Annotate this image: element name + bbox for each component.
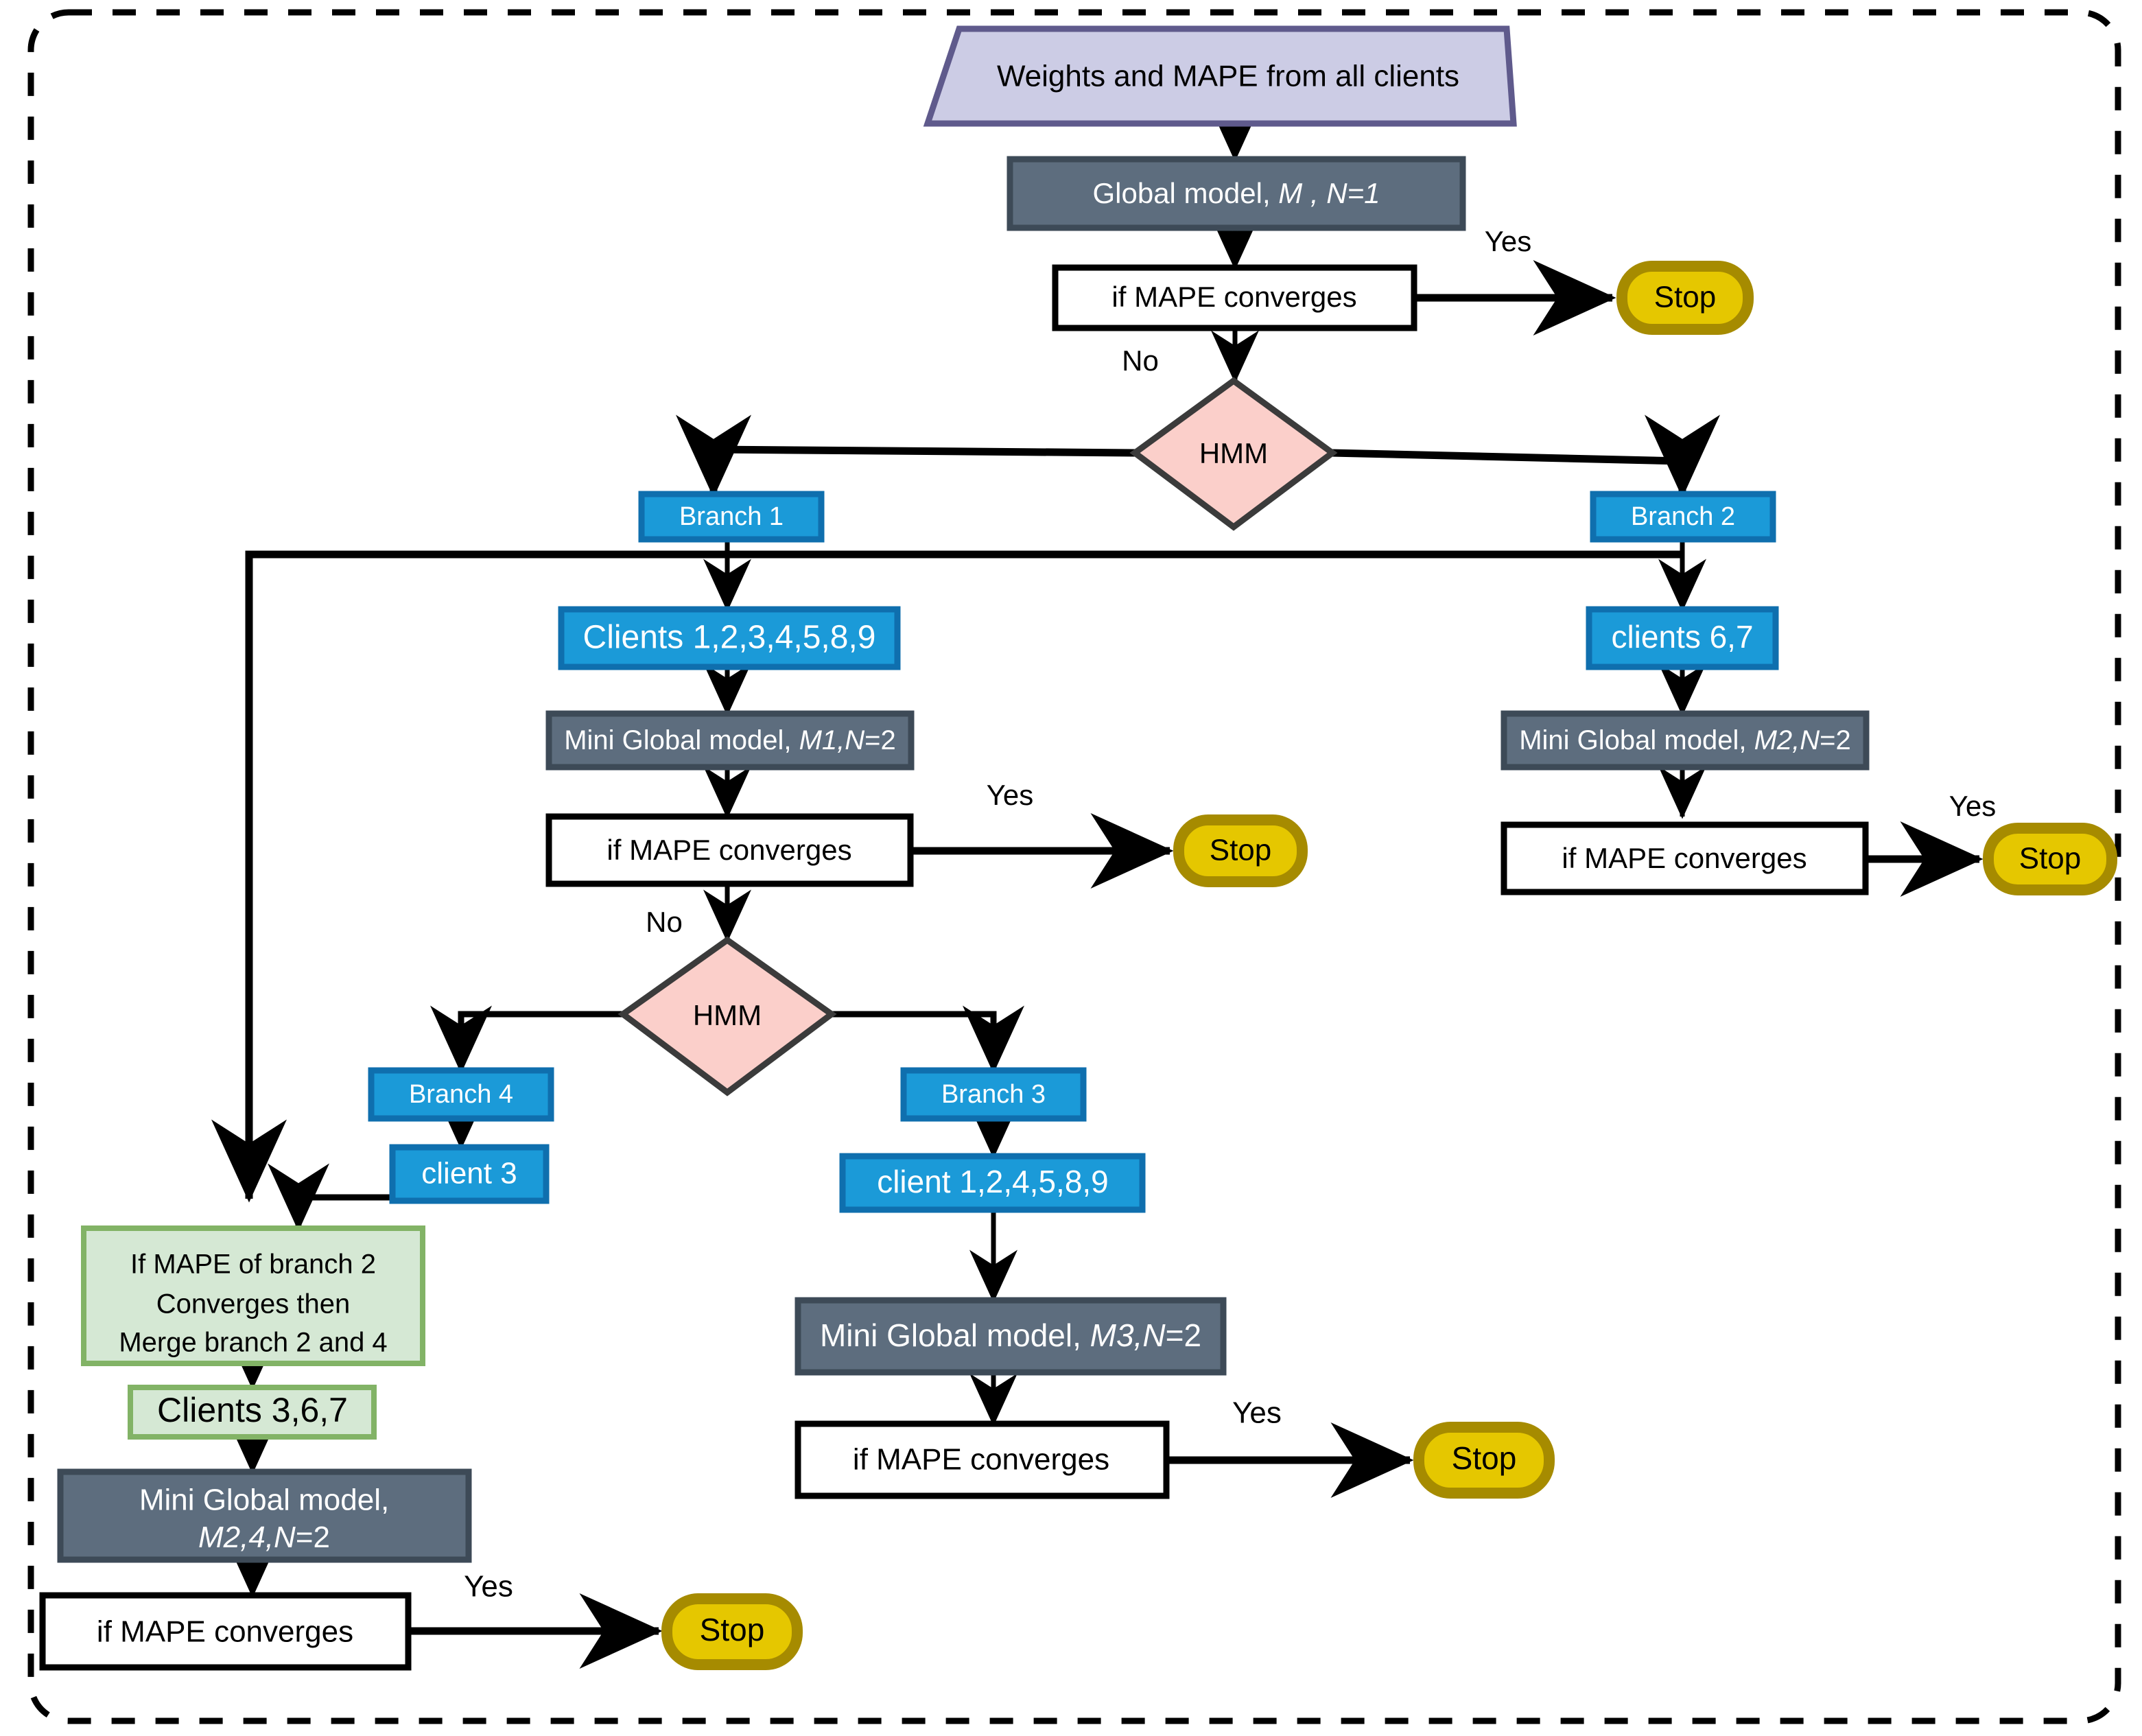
edge-label-yes-b24: Yes bbox=[464, 1570, 513, 1604]
node-client-3[interactable]: client 3 bbox=[389, 1144, 550, 1204]
node-decision-branch2-label: if MAPE converges bbox=[1562, 842, 1806, 874]
node-clients-branch2[interactable]: clients 6,7 bbox=[1586, 606, 1779, 670]
node-stop-1-label: Stop bbox=[1654, 281, 1717, 314]
node-decision-branch2[interactable]: if MAPE converges bbox=[1500, 821, 1869, 895]
node-stop-branch24[interactable]: Stop bbox=[661, 1593, 803, 1670]
node-stop-branch2-label: Stop bbox=[2019, 842, 2082, 876]
node-global-model[interactable]: Global model, M , N=1 bbox=[1007, 156, 1466, 231]
node-global-model-label: Global model, M , N=1 bbox=[1092, 177, 1380, 209]
edge-hmm2-to-branch3 bbox=[832, 1005, 1024, 1074]
node-branch-4-label: Branch 4 bbox=[409, 1080, 513, 1109]
node-merge-condition-line3: Merge branch 2 and 4 bbox=[119, 1328, 387, 1358]
node-branch-1-label: Branch 1 bbox=[679, 502, 784, 531]
node-branch-4[interactable]: Branch 4 bbox=[368, 1067, 554, 1122]
node-decision-1-label: if MAPE converges bbox=[1111, 281, 1356, 313]
edge-label-yes-b2: Yes bbox=[1949, 790, 1997, 822]
node-mini-global-m24-line2: M2,4,N=2 bbox=[198, 1521, 330, 1554]
node-hmm-2[interactable]: HMM bbox=[617, 936, 837, 1096]
node-clients-branch1-label: Clients 1,2,3,4,5,8,9 bbox=[583, 620, 876, 656]
node-stop-branch3-label: Stop bbox=[1452, 1440, 1517, 1476]
node-stop-branch2[interactable]: Stop bbox=[1983, 823, 2117, 895]
node-branch-2-label: Branch 2 bbox=[1631, 502, 1735, 531]
node-decision-branch3-label: if MAPE converges bbox=[853, 1443, 1109, 1477]
edge-client3-to-merge bbox=[268, 1163, 412, 1232]
edge-hmm2-to-branch4 bbox=[430, 1005, 624, 1074]
edge-branch2-bus-to-merge bbox=[211, 550, 1682, 1203]
node-clients-367[interactable]: Clients 3,6,7 bbox=[128, 1385, 377, 1440]
node-decision-branch1[interactable]: if MAPE converges bbox=[545, 813, 914, 887]
node-merge-condition[interactable]: If MAPE of branch 2 Converges then Merge… bbox=[81, 1225, 425, 1366]
edge-label-yes-b1: Yes bbox=[987, 779, 1034, 811]
node-decision-branch24-label: if MAPE converges bbox=[97, 1615, 353, 1649]
node-stop-branch24-label: Stop bbox=[700, 1612, 765, 1647]
node-branch-1[interactable]: Branch 1 bbox=[638, 491, 825, 543]
node-stop-branch1-label: Stop bbox=[1210, 834, 1272, 867]
node-branch-3-label: Branch 3 bbox=[941, 1080, 1046, 1109]
edge-label-no-1: No bbox=[1122, 344, 1159, 377]
node-clients-branch1[interactable]: Clients 1,2,3,4,5,8,9 bbox=[558, 606, 901, 670]
edge-label-no-b1: No bbox=[646, 906, 683, 938]
node-decision-branch24[interactable]: if MAPE converges bbox=[39, 1592, 412, 1671]
outer-dashed-frame bbox=[27, 9, 2121, 1724]
node-clients-branch2-label: clients 6,7 bbox=[1611, 619, 1753, 655]
node-stop-branch3[interactable]: Stop bbox=[1413, 1422, 1555, 1499]
node-branch-2[interactable]: Branch 2 bbox=[1590, 491, 1776, 543]
node-hmm-2-label: HMM bbox=[693, 999, 762, 1031]
node-mini-global-m1-label: Mini Global model, M1,N=2 bbox=[564, 725, 896, 755]
node-clients-branch3[interactable]: client 1,2,4,5,8,9 bbox=[839, 1153, 1146, 1213]
node-mini-global-m3[interactable]: Mini Global model, M3,N=2 bbox=[795, 1297, 1227, 1376]
node-mini-global-m24-line1: Mini Global model, bbox=[139, 1483, 389, 1517]
node-hmm-1-label: HMM bbox=[1199, 437, 1268, 469]
connectors bbox=[211, 108, 1984, 1669]
node-merge-condition-line1: If MAPE of branch 2 bbox=[130, 1250, 376, 1280]
node-merge-condition-line2: Converges then bbox=[156, 1289, 350, 1319]
node-clients-367-label: Clients 3,6,7 bbox=[157, 1391, 348, 1429]
node-client-3-label: client 3 bbox=[421, 1157, 517, 1190]
node-decision-branch3[interactable]: if MAPE converges bbox=[795, 1420, 1170, 1499]
edge-hmm1-to-branch2 bbox=[1330, 414, 1720, 498]
node-mini-global-m1[interactable]: Mini Global model, M1,N=2 bbox=[545, 710, 915, 771]
node-decision-branch1-label: if MAPE converges bbox=[607, 834, 851, 866]
edge-label-yes-1: Yes bbox=[1485, 225, 1532, 257]
node-mini-global-m2[interactable]: Mini Global model, M2,N=2 bbox=[1500, 710, 1870, 771]
node-stop-branch1[interactable]: Stop bbox=[1173, 814, 1308, 887]
node-branch-3[interactable]: Branch 3 bbox=[900, 1067, 1087, 1122]
node-stop-1[interactable]: Stop bbox=[1616, 261, 1754, 335]
edge-label-yes-b3: Yes bbox=[1232, 1396, 1282, 1430]
node-hmm-1[interactable]: HMM bbox=[1129, 377, 1338, 531]
node-mini-global-m24[interactable]: Mini Global model, M2,4,N=2 bbox=[57, 1468, 472, 1563]
node-mini-global-m3-label: Mini Global model, M3,N=2 bbox=[820, 1317, 1201, 1353]
node-input-weights[interactable]: Weights and MAPE from all clients bbox=[923, 25, 1517, 127]
node-clients-branch3-label: client 1,2,4,5,8,9 bbox=[877, 1164, 1109, 1199]
node-input-weights-label: Weights and MAPE from all clients bbox=[997, 60, 1459, 93]
node-decision-1[interactable]: if MAPE converges bbox=[1052, 264, 1417, 331]
edge-hmm1-to-branch1 bbox=[676, 414, 1136, 498]
node-mini-global-m2-label: Mini Global model, M2,N=2 bbox=[1519, 725, 1851, 755]
